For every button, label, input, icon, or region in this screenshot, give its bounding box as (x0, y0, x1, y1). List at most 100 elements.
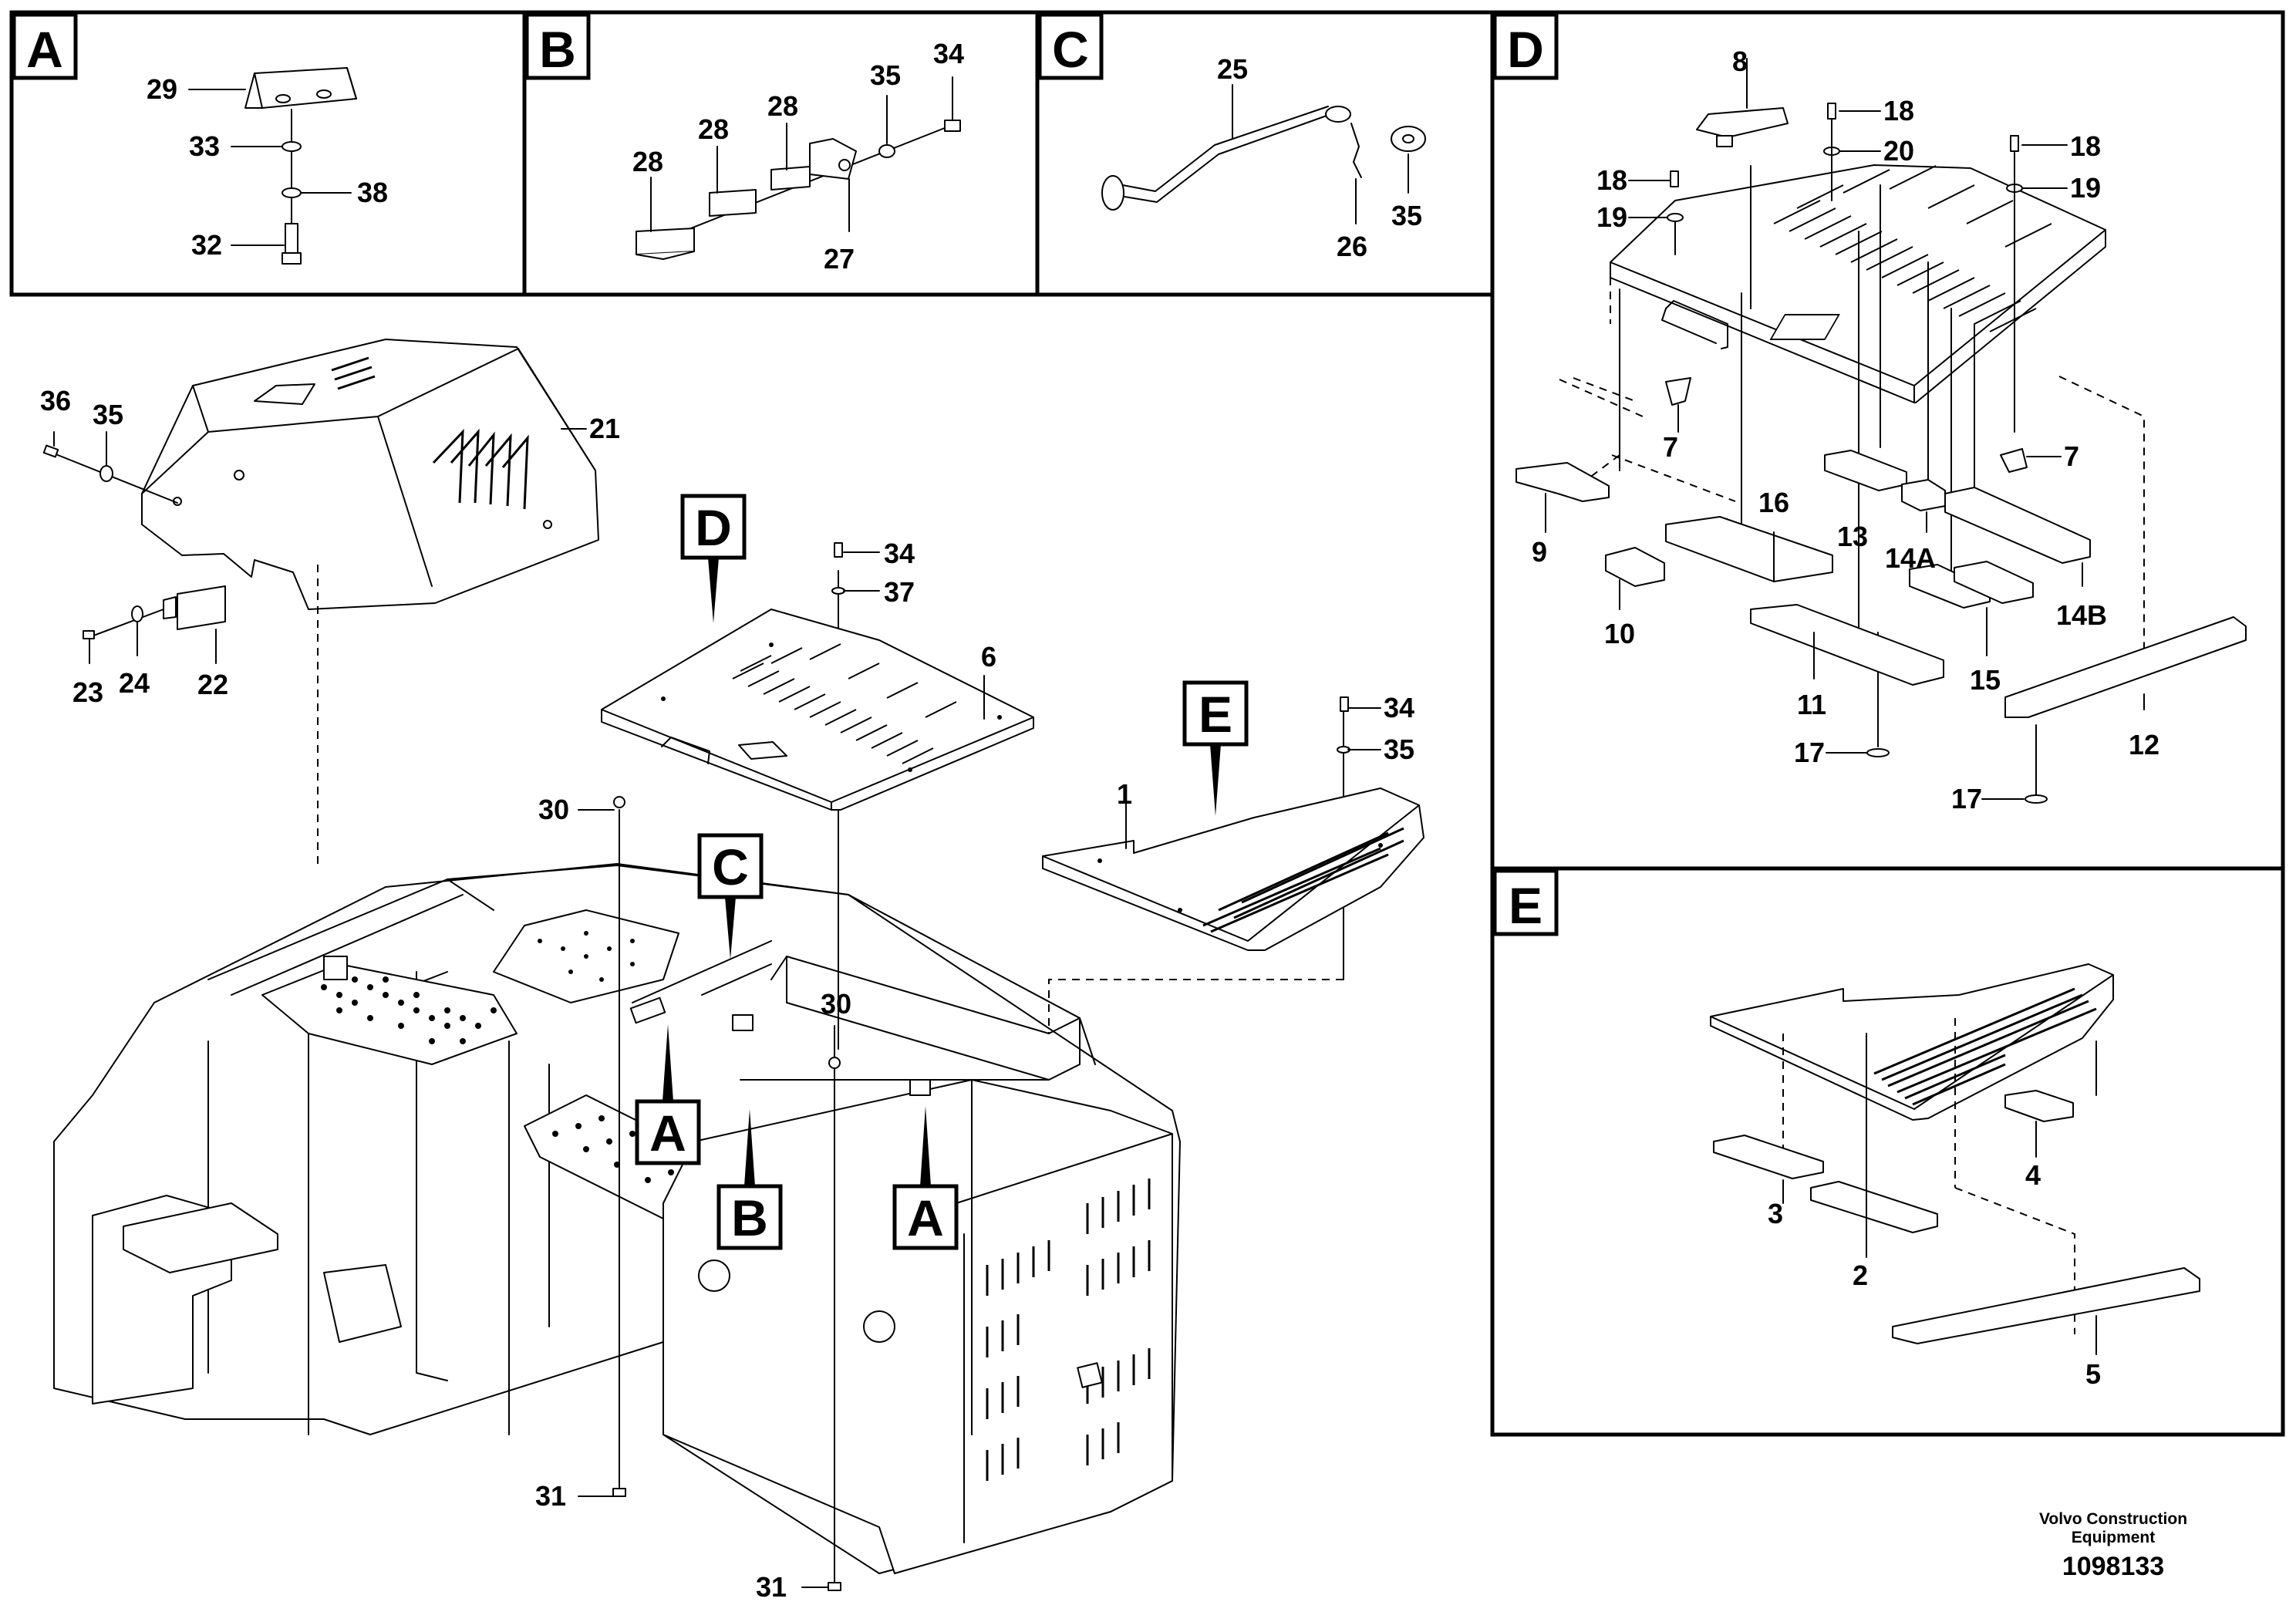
part-label-27: 27 (824, 243, 855, 275)
part-15-pad (1909, 564, 1991, 609)
part-3-pad (1713, 1135, 1824, 1179)
detail-panel-d-label: D (1492, 12, 1559, 80)
part-label-7b: 7 (2064, 440, 2079, 472)
company-name-line2: Equipment (2072, 1529, 2156, 1546)
part-1-cover-detail (1710, 963, 2114, 1121)
part-label-6: 6 (981, 641, 996, 673)
part-9-pad (1515, 462, 1610, 502)
part-label-32: 32 (191, 229, 222, 261)
part-8-latch (1696, 107, 1789, 138)
part-label-9: 9 (1532, 536, 1547, 568)
detail-panel-a-frame (9, 10, 527, 297)
svg-text:B: B (731, 1189, 768, 1246)
part-label-5: 5 (2085, 1358, 2101, 1390)
part-label-28b: 28 (698, 113, 729, 145)
part-label-26: 26 (1337, 231, 1367, 262)
part-label-28a: 28 (632, 146, 663, 177)
part-label-20: 20 (1883, 135, 1914, 167)
panel-a-parts: 29 33 38 32 (147, 67, 388, 265)
part-label-34b: 34 (884, 538, 915, 569)
svg-text:E: E (1509, 877, 1542, 934)
part-33-washer (282, 141, 302, 152)
part-label-37: 37 (884, 576, 915, 608)
part-label-30b: 30 (821, 988, 851, 1020)
callout-c: C (697, 833, 764, 959)
part-21-cover (141, 339, 599, 610)
part-label-31b: 31 (756, 1571, 787, 1603)
part-label-2: 2 (1853, 1259, 1868, 1291)
main-assembly (42, 339, 1424, 1591)
part-label-14b: 14B (2056, 599, 2107, 631)
part-12-pad (2004, 616, 2247, 718)
part-label-21: 21 (589, 413, 620, 444)
svg-text:B: B (539, 21, 576, 78)
part-label-28c: 28 (767, 90, 798, 122)
detail-panel-e-frame (1490, 866, 2285, 1437)
part-label-22: 22 (197, 669, 228, 700)
part-label-35d: 35 (1384, 733, 1414, 765)
svg-text:E: E (1199, 686, 1232, 743)
callout-a-left: A (635, 1024, 701, 1165)
callout-a-right: A (892, 1106, 959, 1250)
part-25-rod-end (1101, 175, 1124, 211)
part-label-11: 11 (1797, 689, 1826, 720)
part-label-33: 33 (189, 130, 220, 162)
part-7-clip-b (2000, 448, 2028, 473)
part-label-18a: 18 (1883, 95, 1914, 126)
part-label-15: 15 (1970, 664, 2001, 696)
part-18-bolt-c (2010, 135, 2019, 152)
part-label-36: 36 (40, 385, 71, 416)
part-32-bolt (285, 223, 298, 255)
part-label-7a: 7 (1663, 431, 1678, 463)
part-label-35b: 35 (1391, 200, 1422, 231)
part-label-25: 25 (1217, 53, 1248, 85)
callout-b: B (716, 1109, 783, 1250)
part-label-31a: 31 (535, 1480, 566, 1512)
footer: Volvo Construction Equipment 1098133 (2039, 1510, 2187, 1581)
part-6-cover (601, 609, 1034, 811)
part-label-35c: 35 (93, 399, 123, 430)
part-label-19a: 19 (1596, 201, 1627, 233)
part-13-pad (1824, 450, 1907, 491)
detail-panel-e-label: E (1492, 868, 1559, 936)
part-label-35a: 35 (870, 59, 901, 91)
part-18-bolt-b (1670, 170, 1679, 187)
part-label-12: 12 (2129, 729, 2159, 760)
part-label-18c: 18 (2070, 130, 2101, 162)
drawing-number: 1098133 (2062, 1552, 2164, 1581)
part-label-1: 1 (1117, 778, 1132, 810)
svg-text:A: A (907, 1189, 944, 1246)
part-2-pad (1810, 1181, 1938, 1233)
svg-text:D: D (695, 499, 732, 556)
svg-text:C: C (712, 838, 749, 895)
part-18-bolt-a (1827, 103, 1836, 120)
part-label-8: 8 (1732, 46, 1748, 77)
part-label-30a: 30 (538, 794, 569, 825)
callout-e: E (1182, 680, 1249, 816)
part-label-3: 3 (1768, 1198, 1783, 1229)
panel-e-parts: 3 2 4 5 (1710, 963, 2200, 1390)
part-label-19b: 19 (2070, 172, 2101, 204)
detail-panel-a-label: A (12, 12, 78, 80)
part-14b-pad (1944, 487, 2091, 564)
part-27-bracket (809, 138, 857, 180)
company-name-line1: Volvo Construction (2039, 1510, 2187, 1528)
part-label-29: 29 (147, 73, 177, 105)
part-1-cover (1042, 787, 1424, 951)
svg-text:D: D (1507, 21, 1544, 78)
part-16-pad (1665, 516, 1833, 582)
part-label-16: 16 (1758, 487, 1789, 518)
part-label-34c: 34 (1384, 692, 1414, 723)
part-label-13: 13 (1837, 521, 1868, 552)
part-label-17b: 17 (1951, 783, 1982, 814)
part-label-24: 24 (119, 667, 150, 699)
part-4-pad (2004, 1090, 2074, 1122)
part-11-pad (1750, 604, 1944, 686)
callout-d: D (680, 494, 747, 623)
part-14a-pad (1901, 479, 1946, 511)
part-38-washer (282, 187, 302, 198)
part-29-pad (244, 67, 357, 109)
part-10-pad (1605, 547, 1665, 587)
part-label-14a: 14A (1885, 542, 1936, 574)
part-34-bolt (944, 120, 961, 132)
